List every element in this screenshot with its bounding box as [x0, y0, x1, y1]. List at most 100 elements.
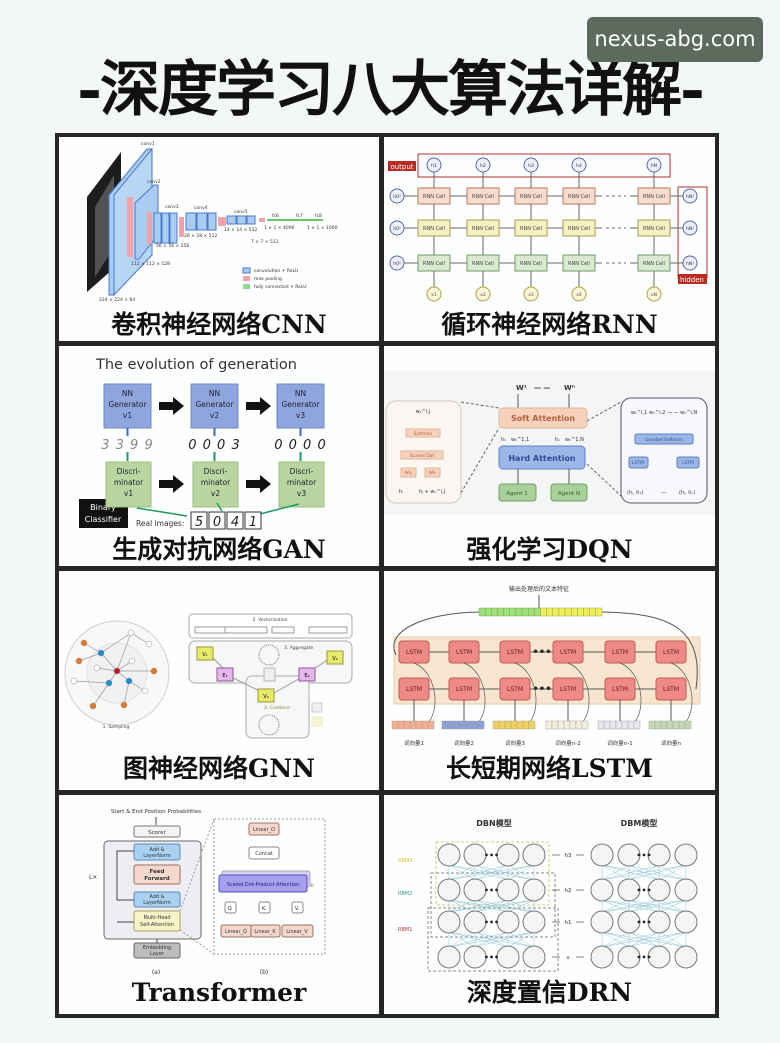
neuron-node	[647, 910, 671, 934]
svg-text:Multi-Head: Multi-Head	[143, 915, 170, 921]
word-vector-cell	[575, 720, 583, 730]
rbm-connection	[448, 864, 476, 881]
gan-diagram: The evolution of generation Binary Class…	[79, 357, 326, 530]
feature-cell	[564, 607, 572, 617]
rbm-connection	[474, 899, 535, 913]
size-6: 7 × 7 × 512	[251, 239, 279, 245]
conv5-block	[226, 215, 256, 225]
rbm-connection	[601, 864, 630, 881]
svg-text:Scaled Dot-Product Attention: Scaled Dot-Product Attention	[227, 882, 300, 888]
caption-rnn: 循环神经网络RNN	[441, 310, 658, 339]
init-state-node	[389, 255, 405, 271]
feature-cell	[589, 607, 597, 617]
word-vector-cell	[563, 720, 571, 730]
neuron-node	[522, 843, 546, 867]
ellipsis: •••	[636, 851, 651, 860]
neuron-node	[522, 945, 546, 969]
label-conv4: conv4	[194, 205, 208, 211]
feature-cell	[509, 607, 517, 617]
graph-edge	[83, 642, 102, 654]
svg-text:Add &: Add &	[149, 894, 164, 900]
cnn-legend: convolution + ReLU max pooling fully con…	[242, 267, 307, 290]
neuron-node	[463, 878, 487, 902]
svg-text:h3: h3	[528, 163, 534, 169]
caption-gan: 生成对抗网络GAN	[112, 535, 326, 564]
word-vector-cell	[471, 720, 479, 730]
word-vector-cell	[581, 720, 589, 730]
word-vector-cell	[678, 720, 686, 730]
word-vector-cell	[648, 720, 656, 730]
size-2: 112 × 112 × 128	[131, 261, 170, 267]
discriminator-label: v3	[297, 489, 306, 498]
graph-node	[97, 649, 105, 657]
page-title: -深度学习八大算法详解-	[77, 55, 705, 125]
discriminator-box	[278, 461, 325, 508]
lstm-cell-label: LSTM	[456, 649, 472, 656]
generator-label: Generator	[195, 400, 234, 409]
graph-edge	[73, 680, 110, 684]
word-vector-cell	[498, 720, 506, 730]
neuron-node	[522, 878, 546, 902]
graph-node	[145, 640, 153, 648]
svg-text:hN³: hN³	[686, 194, 694, 200]
word-vector-cell	[510, 720, 518, 730]
word-vector-cell	[427, 720, 435, 730]
svg-text:hN: hN	[651, 163, 657, 169]
discriminator-label: v1	[124, 489, 133, 498]
real-image-box	[208, 511, 226, 530]
word-vector-cell	[654, 720, 662, 730]
rbm-connection	[507, 864, 535, 881]
rbm-connection	[448, 931, 476, 948]
word-vector-label: 词向量3	[505, 739, 526, 747]
word-vector-cell	[441, 720, 449, 730]
rbm-connection	[601, 899, 660, 913]
layer-label: h3	[565, 853, 572, 859]
neuron-node	[590, 843, 614, 867]
generator-label: NN	[122, 389, 133, 398]
caption-gnn: 图神经网络GNN	[122, 754, 316, 783]
discriminator-label: Discri-	[117, 467, 141, 476]
watermark: nexus-abg.com	[587, 17, 763, 62]
ellipsis: •••	[484, 886, 499, 895]
graph-node	[141, 687, 149, 695]
svg-text:Layer: Layer	[150, 951, 165, 957]
rnn-cell	[466, 254, 500, 272]
neuron-node	[463, 910, 487, 934]
svg-text:Linear_O: Linear_O	[253, 827, 275, 833]
graph-edge	[116, 632, 132, 672]
size-8: 1 × 1 × 1000	[307, 225, 338, 231]
generator-label: Generator	[108, 400, 147, 409]
panel-cnn: conv1 conv2 conv3 conv4 conv5 fc6 fc7 fc…	[59, 137, 379, 341]
svg-text:LayerNorm: LayerNorm	[143, 900, 171, 906]
init-state-node	[389, 188, 405, 204]
svg-text:Gumbel Softmax: Gumbel Softmax	[645, 437, 683, 443]
rbm-connection	[448, 899, 509, 913]
word-vector-label: 词向量n-1	[607, 739, 632, 747]
feature-cell	[491, 607, 498, 617]
ellipsis: •••	[532, 647, 551, 658]
rbm-connection	[601, 931, 660, 948]
graph-node	[105, 679, 113, 687]
weight-wn: Wⁿ	[564, 384, 575, 392]
rnn-cell-label: RNN Cell	[472, 194, 494, 200]
word-vector-cell	[545, 720, 553, 730]
svg-text:h0³: h0³	[393, 194, 401, 200]
word-vector-cell	[609, 720, 617, 730]
gumbel-detail-panel	[620, 397, 708, 504]
feature-cell	[558, 607, 566, 617]
word-vector-cell	[666, 720, 674, 730]
panel-dqn: W¹ — — Wⁿ Soft Attention h₁ wₕ^1,1 hₙ wₕ…	[384, 346, 715, 566]
word-vector-cell	[597, 720, 605, 730]
svg-text:Add &: Add &	[149, 847, 164, 853]
conv3-block	[153, 212, 178, 244]
neuron-node	[674, 945, 698, 969]
rnn-cell-label: RNN Cell	[643, 261, 665, 267]
rnn-cell-label: RNN Cell	[472, 226, 494, 232]
svg-text:wₕ^1,N: wₕ^1,N	[565, 437, 584, 443]
generator-label: v2	[210, 411, 219, 420]
label-conv2: conv2	[147, 179, 161, 185]
graph-edge	[123, 680, 130, 706]
lstm-cell-label: LSTM	[663, 686, 679, 693]
